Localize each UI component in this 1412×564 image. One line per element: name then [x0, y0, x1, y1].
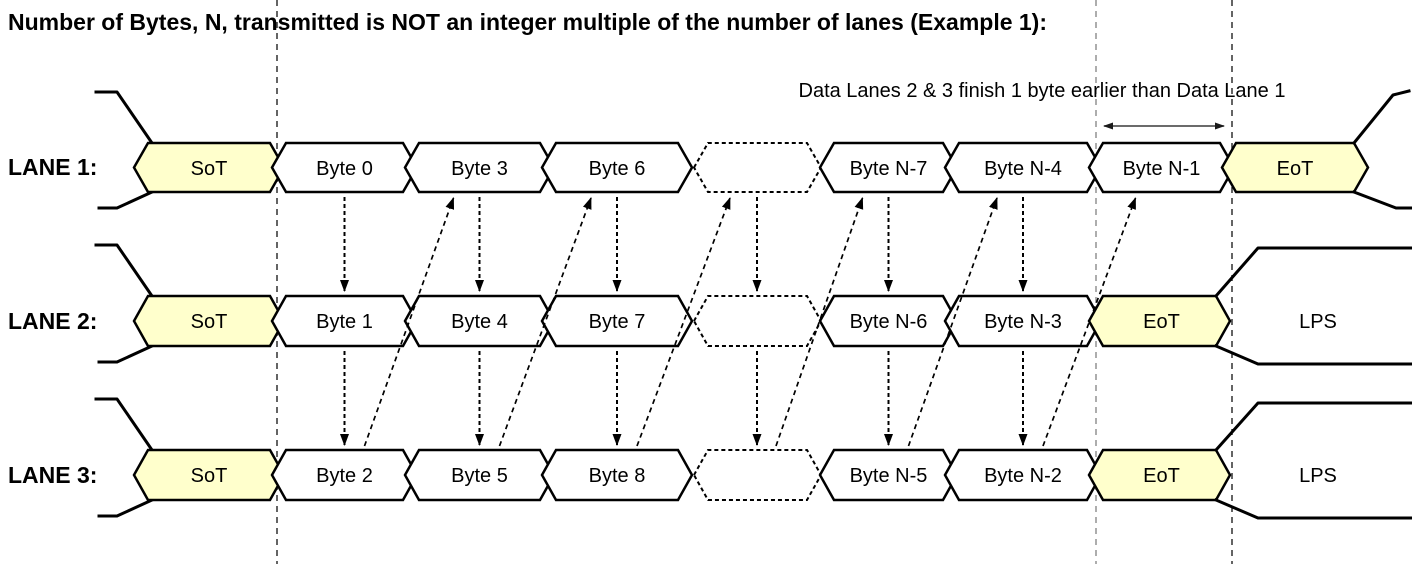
arrow-l3-l1-c6: [1042, 197, 1137, 447]
lane3-block-byte5: Byte 5: [403, 448, 556, 502]
block-label: SoT: [191, 465, 228, 487]
block-shape: [540, 141, 694, 194]
lane3-lps-label: LPS: [1299, 465, 1337, 487]
lane3-block-eot: EoT: [1087, 448, 1232, 502]
block-label: Byte N-4: [984, 158, 1062, 180]
block-label: Byte N-1: [1123, 158, 1201, 180]
block-label: Byte 4: [451, 311, 508, 333]
lane3-ellipsis-block: [692, 449, 823, 501]
lane-2: LANE 2: SoT Byte 1 Byte 4 Byte 7 Byte N-…: [8, 243, 1412, 366]
arrow-l3-l1-c4: [775, 197, 864, 447]
lane-1: LANE 1: SoT Byte 0 Byte 3 Byte 6 Byte N-…: [8, 89, 1412, 210]
arrow-l3-l1-c5: [907, 197, 998, 447]
lane3-block-byte8: Byte 8: [540, 448, 694, 502]
lane3-block-byteN2: Byte N-2: [943, 448, 1103, 502]
lane1-label: LANE 1:: [8, 154, 97, 180]
block-label: SoT: [191, 311, 228, 333]
block-shape: [1220, 141, 1370, 194]
lane2-lps-rail-bottom: [1214, 344, 1412, 366]
lane3-lps-rail-top: [1213, 401, 1412, 453]
block-label: Byte 1: [316, 311, 373, 333]
lane1-exit-rail-top: [1351, 89, 1411, 146]
block-label: SoT: [191, 158, 228, 180]
block-shape: [540, 448, 694, 502]
lane1-entry-rail-bottom: [97, 190, 154, 210]
arrow-l3-l1-c3: [636, 197, 731, 447]
block-label: Byte N-6: [850, 311, 928, 333]
lane1-block-eot: EoT: [1220, 141, 1370, 194]
block-label: Byte 7: [589, 311, 646, 333]
lane3-entry-rail-bottom: [97, 498, 154, 518]
lane2-block-sot: SoT: [132, 294, 286, 348]
lane2-block-byte1: Byte 1: [270, 294, 419, 348]
finish-gap-annotation: Data Lanes 2 & 3 finish 1 byte earlier t…: [799, 80, 1286, 102]
block-shape: [1087, 294, 1232, 348]
arrow-l3-l1-c1: [363, 197, 455, 447]
lane1-block-byte6: Byte 6: [540, 141, 694, 194]
lane2-ellipsis-block: [692, 295, 823, 347]
lane1-block-byteN7: Byte N-7: [818, 141, 959, 194]
lane2-block-byte4: Byte 4: [403, 294, 556, 348]
lane2-block-byteN6: Byte N-6: [818, 294, 959, 348]
lane1-block-byteN1: Byte N-1: [1087, 141, 1236, 194]
block-label: Byte 2: [316, 465, 373, 487]
block-label: Byte N-3: [984, 311, 1062, 333]
lane1-block-byteN4: Byte N-4: [943, 141, 1103, 194]
lane2-lps-label: LPS: [1299, 311, 1337, 333]
lane3-block-byteN5: Byte N-5: [818, 448, 959, 502]
block-label: Byte 8: [589, 465, 646, 487]
figure-title: Number of Bytes, N, transmitted is NOT a…: [8, 9, 1047, 35]
lane3-label: LANE 3:: [8, 462, 97, 488]
lane1-exit-rail-bottom: [1352, 190, 1412, 210]
lane1-block-byte0: Byte 0: [270, 141, 419, 194]
lane3-block-sot: SoT: [132, 448, 286, 502]
lane2-block-byteN3: Byte N-3: [943, 294, 1103, 348]
block-shape: [1087, 448, 1232, 502]
lane1-block-byte3: Byte 3: [403, 141, 556, 194]
lane2-block-byte7: Byte 7: [540, 294, 694, 348]
block-label: Byte 5: [451, 465, 508, 487]
lane-3: LANE 3: SoT Byte 2 Byte 5 Byte 8 Byte N-…: [8, 397, 1412, 520]
lane1-ellipsis-block: [692, 142, 823, 193]
block-label: Byte 0: [316, 158, 373, 180]
lane1-block-sot: SoT: [132, 141, 286, 194]
block-label: Byte N-5: [850, 465, 928, 487]
lane3-entry-rail-top: [94, 397, 155, 453]
lane2-lps-rail-top: [1213, 246, 1412, 299]
block-label: Byte N-2: [984, 465, 1062, 487]
block-label: EoT: [1277, 158, 1314, 180]
byte-order-arrows: [340, 197, 1137, 447]
arrow-l3-l1-c2: [498, 197, 592, 447]
block-label: Byte 6: [589, 158, 646, 180]
lane3-lps-rail-bottom: [1214, 498, 1412, 520]
lane2-entry-rail-top: [94, 243, 155, 299]
block-label: Byte 3: [451, 158, 508, 180]
block-shape: [540, 294, 694, 348]
block-label: EoT: [1143, 465, 1180, 487]
lane1-entry-rail-top: [94, 90, 155, 146]
lane2-block-eot: EoT: [1087, 294, 1232, 348]
block-label: Byte N-7: [850, 158, 928, 180]
lane3-block-byte2: Byte 2: [270, 448, 419, 502]
block-label: EoT: [1143, 311, 1180, 333]
lane2-entry-rail-bottom: [97, 344, 154, 364]
lane2-label: LANE 2:: [8, 308, 97, 334]
